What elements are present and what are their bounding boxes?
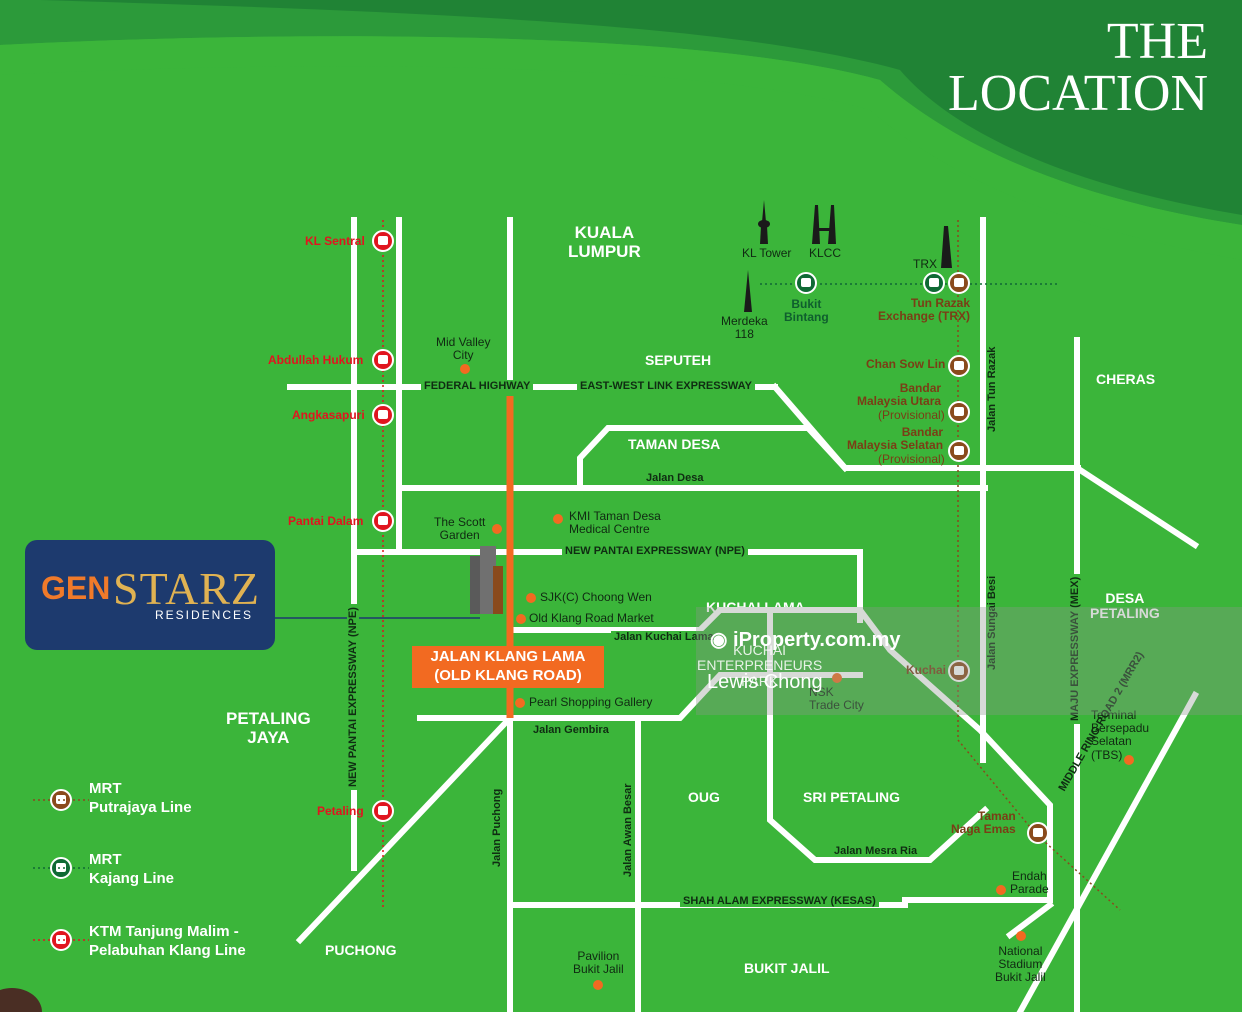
watermark-band <box>696 607 1242 715</box>
road-jalan-kuchai-lama <box>507 607 1053 903</box>
road-label-jalan-mesra-ria: Jalan Mesra Ria <box>831 845 921 858</box>
klcc-towers-icon <box>812 205 836 244</box>
legend-mrt-putrajaya: MRT Putrajaya Line <box>89 780 192 816</box>
jalan-klang-lama-label: JALAN KLANG LAMA (OLD KLANG ROAD) <box>412 646 604 688</box>
watermark-brand-text: iProperty.com.my <box>733 629 901 651</box>
rail-lines <box>382 220 1121 911</box>
mrt-bandar-selatan-note: (Provisional) <box>878 452 945 466</box>
poi-endah-parade: Endah Parade <box>1010 869 1049 897</box>
header-swoosh-dark <box>40 0 1242 215</box>
mrt-bandar-utara-note: (Provisional) <box>878 408 945 422</box>
road-jalan-gembira <box>417 672 863 721</box>
ktm-angkasapuri: Angkasapuri <box>292 408 365 422</box>
kl-tower-icon <box>758 200 770 244</box>
road-label-federal: FEDERAL HIGHWAY <box>421 380 534 393</box>
ktm-abdullah-hukum: Abdullah Hukum <box>268 353 364 367</box>
mrt-putrajaya-rail <box>957 220 1121 911</box>
poi-pearl-shopping-gallery: Pearl Shopping Gallery <box>529 695 653 709</box>
poi-national-stadium: National Stadium Bukit Jalil <box>995 944 1046 985</box>
mrt-bukit-bintang: Bukit Bintang <box>784 297 829 325</box>
area-sri-petaling: SRI PETALING <box>803 789 900 805</box>
road-label-kesas: SHAH ALAM EXPRESSWAY (KESAS) <box>680 895 879 908</box>
trx-tower-icon <box>941 226 952 268</box>
road-label-jalan-tun-razak: Jalan Tun Razak <box>986 343 998 435</box>
ktm-petaling: Petaling <box>317 804 364 818</box>
road-mrr2 <box>1016 690 1200 1012</box>
page-title: THE LOCATION <box>948 16 1208 120</box>
title-line1: THE <box>1106 13 1208 70</box>
road-label-jalan-kuchai-lama: Jalan Kuchai Lama <box>611 631 717 644</box>
road-label-jalan-awan-besar: Jalan Awan Besar <box>622 780 634 880</box>
watermark-agent: Lewis Chong <box>707 671 823 693</box>
area-puchong: PUCHONG <box>325 942 397 958</box>
mrt-kuchai: Kuchai <box>906 663 947 677</box>
area-kuchai-lama: KUCHAI LAMA <box>706 599 805 615</box>
poi-dots <box>460 364 1134 990</box>
project-building-icon <box>470 546 503 614</box>
mrt-chan-sow-lin: Chan Sow Lin <box>866 357 946 371</box>
logo-gen: GEN <box>41 570 111 606</box>
area-bukit-jalil: BUKIT JALIL <box>744 960 830 976</box>
ktm-pantai-dalam: Pantai Dalam <box>288 514 364 528</box>
ktm-kl-sentral: KL Sentral <box>305 234 365 248</box>
poi-merdeka-118: Merdeka 118 <box>721 314 768 342</box>
logo-residences: RESIDENCES <box>155 608 254 622</box>
poi-nsk-trade-city: NSK Trade City <box>809 685 864 713</box>
road-label-jalan-gembira: Jalan Gembira <box>530 724 612 737</box>
train-glyphs <box>56 236 1043 944</box>
road-label-east-west: EAST-WEST LINK EXPRESSWAY <box>577 380 755 393</box>
area-taman-desa: TAMAN DESA <box>628 436 721 452</box>
logo-starz: STARZ <box>113 563 260 614</box>
poi-mid-valley: Mid Valley City <box>436 335 491 363</box>
road-label-npe: NEW PANTAI EXPRESSWAY (NPE) <box>562 545 748 558</box>
ktm-station-icons <box>50 230 394 951</box>
road-jalan-mesra-ria <box>767 607 990 863</box>
person-photo-edge <box>0 988 42 1012</box>
watermark-area: KUCHAI ENTERPRENEURS PARK <box>697 642 823 689</box>
gen-starz-logo: GEN STARZ RESIDENCES <box>25 540 275 650</box>
legend-ktm: KTM Tanjung Malim - Pelabuhan Klang Line <box>89 923 246 959</box>
legend-mrt-kajang: MRT Kajang Line <box>89 851 175 887</box>
area-seputeh: SEPUTEH <box>645 352 712 368</box>
poi-klcc: KLCC <box>809 246 842 260</box>
poi-kmi-medical: KMI Taman Desa Medical Centre <box>569 509 661 537</box>
poi-trx: TRX <box>913 257 937 271</box>
poi-old-klang-road-market: Old Klang Road Market <box>529 611 654 625</box>
mrt-putrajaya-icons <box>50 272 1049 844</box>
watermark-brand: ◉ iProperty.com.my <box>710 627 900 652</box>
mrt-bandar-malaysia-utara: Bandar Malaysia Utara <box>857 381 942 409</box>
poi-kl-tower: KL Tower <box>742 246 792 260</box>
merdeka-118-icon <box>744 270 752 312</box>
road-label-jalan-desa: Jalan Desa <box>643 472 707 485</box>
poi-pavilion-bukit-jalil: Pavilion Bukit Jalil <box>573 949 624 977</box>
road-taman-desa-loop <box>577 425 850 491</box>
area-petaling-jaya: PETALING JAYA <box>226 709 311 747</box>
mrt-taman-naga-emas: Taman Naga Emas <box>951 809 1016 837</box>
poi-sjkc-choong-wen: SJK(C) Choong Wen <box>540 590 652 604</box>
mrt-bandar-malaysia-selatan: Bandar Malaysia Selatan <box>847 425 944 453</box>
area-desa-petaling: DESA PETALING <box>1090 590 1160 622</box>
location-pin-icon: ◉ <box>710 629 728 651</box>
road-label-npe-vertical: NEW PANTAI EXPRESSWAY (NPE) <box>347 604 359 790</box>
road-jalan-puchong-diag <box>295 713 515 945</box>
area-cheras: CHERAS <box>1096 371 1156 387</box>
poi-tbs: Terminal Bersepadu Selatan (TBS) <box>1091 708 1150 762</box>
poi-scott-garden: The Scott Garden <box>434 515 486 543</box>
area-kuala-lumpur: KUALA LUMPUR <box>568 223 641 261</box>
mrt-tun-razak-exchange: Tun Razak Exchange (TRX) <box>878 296 971 324</box>
area-oug: OUG <box>688 789 720 805</box>
title-line2: LOCATION <box>948 65 1208 122</box>
road-label-jalan-puchong: Jalan Puchong <box>491 785 503 870</box>
